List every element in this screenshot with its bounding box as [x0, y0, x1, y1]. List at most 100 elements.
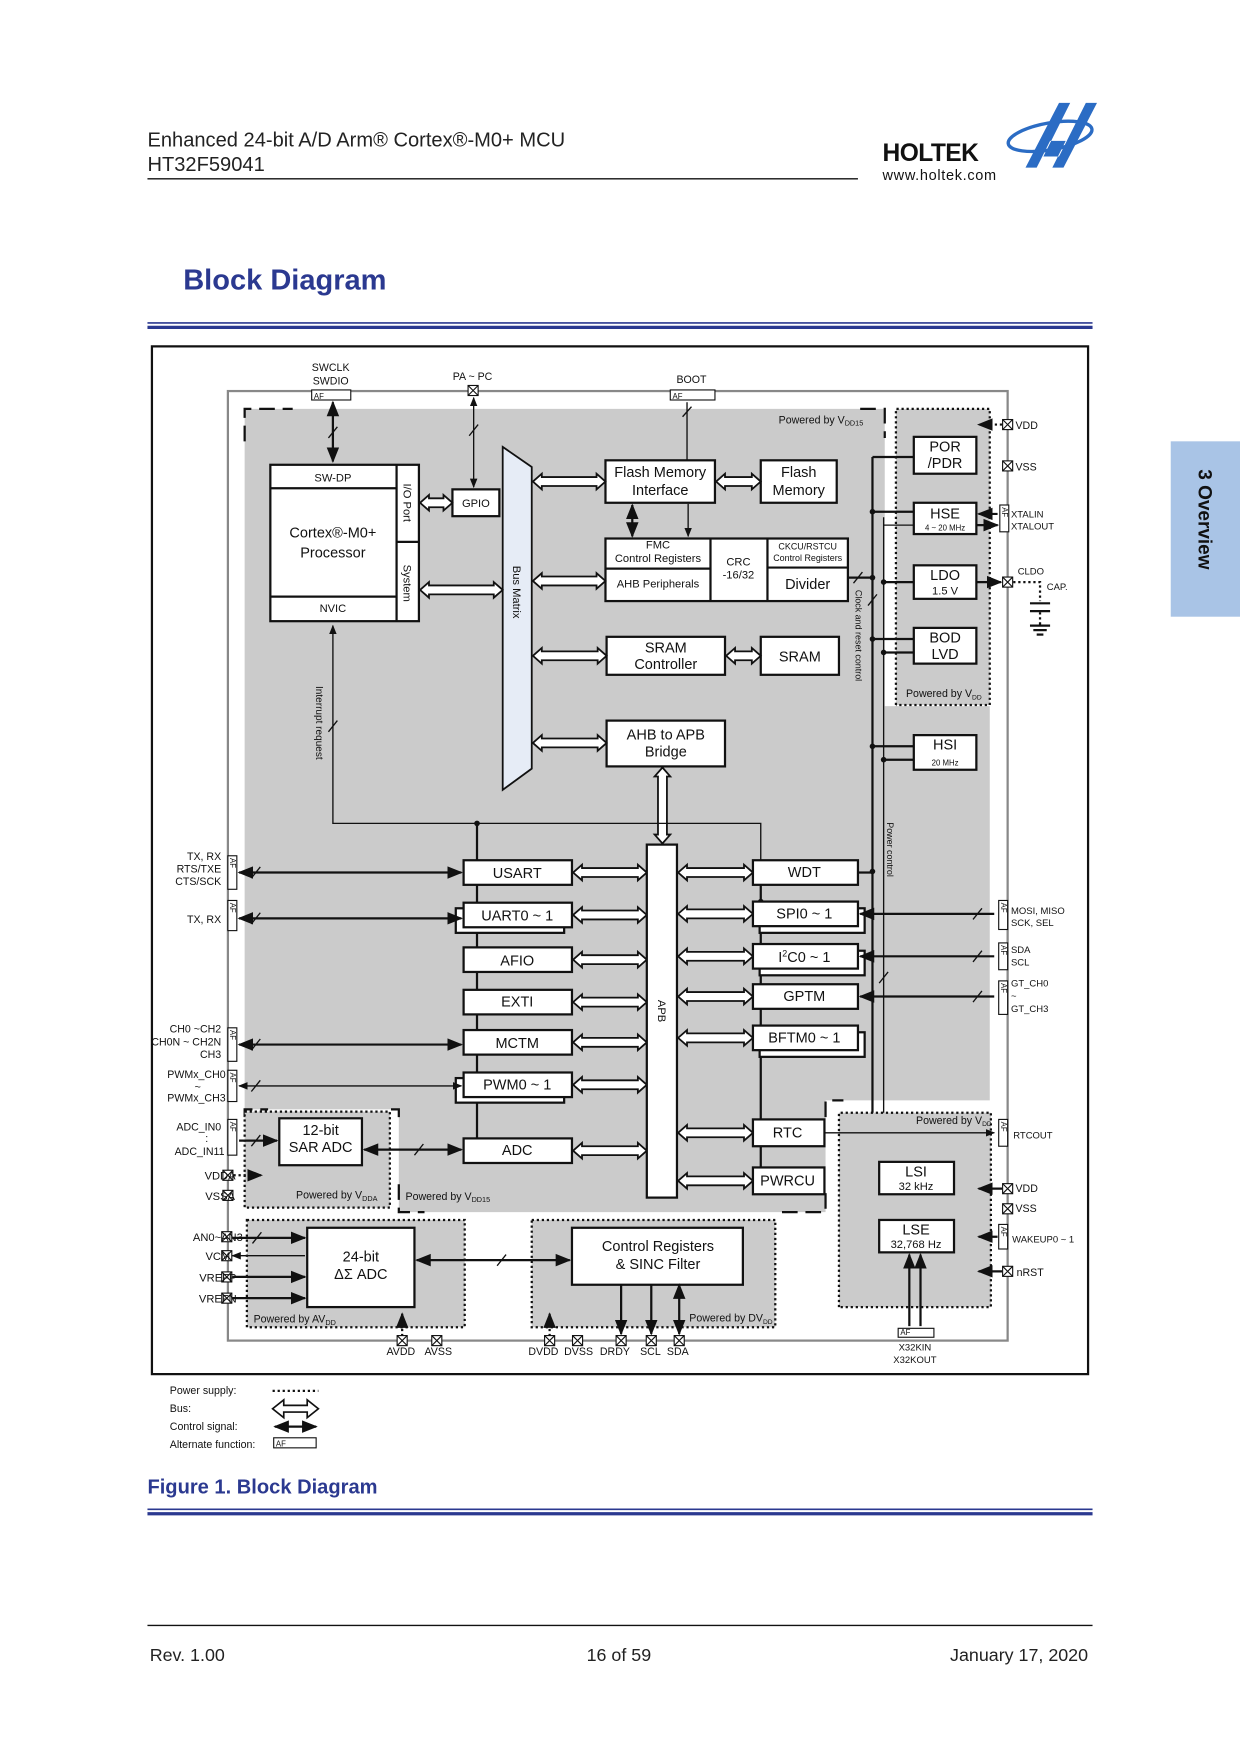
svg-text:AF: AF: [228, 858, 237, 868]
pad-dvss: [571, 1335, 584, 1347]
website: www.holtek.com: [882, 168, 997, 184]
powered-vdd-label: Powered by VDD: [906, 688, 982, 701]
cortex-label: Cortex®-M0+: [289, 525, 376, 541]
hsi-block: HSI 20 MHz: [912, 734, 978, 771]
af-adc: AF: [227, 1118, 238, 1156]
flash-label-1: Flash: [781, 465, 816, 481]
pin-vdd-2: VDD: [1015, 1183, 1038, 1195]
pin-spi-2: SCK, SEL: [1011, 918, 1054, 929]
svg-text:AF: AF: [1000, 507, 1009, 517]
rtc-label: RTC: [773, 1125, 803, 1141]
af-boot: AF: [673, 392, 683, 401]
pad-scl: [645, 1335, 657, 1347]
sar-label-1: 12-bit: [302, 1123, 338, 1139]
pad-cldo: [1002, 576, 1014, 588]
powered-vdd15-label: Powered by VDD15: [779, 414, 864, 427]
clock-reset-label: Clock and reset control: [854, 590, 864, 681]
bridge-label-2: Bridge: [645, 744, 687, 760]
af-x32k: AF: [897, 1327, 935, 1338]
processor-label: Processor: [300, 546, 366, 562]
pad-vrefp: [221, 1271, 233, 1283]
af-spi: AF: [998, 899, 1009, 931]
hsi-label: HSI: [933, 738, 957, 754]
flash-memory-block: Flash Memory: [759, 459, 838, 504]
lvd-label: LVD: [931, 647, 958, 663]
sram-block: SRAM: [759, 635, 841, 676]
af-gptm: AF: [998, 980, 1009, 1015]
rtc-block: RTC: [751, 1118, 826, 1148]
adc-block: ADC: [462, 1137, 574, 1165]
pin-usart-1: TX, RX: [187, 851, 221, 863]
pad-pa-pc: [467, 384, 479, 397]
bridge-label-1: AHB to APB: [627, 728, 705, 744]
legend-af: Alternate function:: [170, 1439, 256, 1451]
pin-gt-2: ~: [1011, 991, 1017, 1002]
hse-label: HSE: [930, 506, 960, 522]
apb-label: APB: [655, 1000, 667, 1022]
pin-boot: BOOT: [676, 374, 707, 386]
afio-block: AFIO: [462, 946, 574, 974]
ctrl-label-1: Control Registers: [602, 1239, 714, 1255]
side-tab[interactable]: 3 Overview: [1170, 441, 1240, 617]
ckcu-label-1: CKCU/RSTCU: [778, 542, 837, 552]
pin-pads: [221, 418, 1014, 1347]
af-mctm: AF: [227, 1027, 238, 1062]
ahb-peripherals-label: AHB Peripherals: [617, 579, 700, 591]
pwrcu-label: PWRCU: [760, 1173, 815, 1189]
dsadc-label-1: 24-bit: [343, 1249, 379, 1265]
af-rtcout: AF: [998, 1118, 1009, 1147]
control-registers-sinc-block: Control Registers& SINC Filter: [570, 1226, 744, 1286]
system-label: System: [400, 565, 412, 602]
pad-vdd2: [1002, 1183, 1014, 1195]
svg-text:AF: AF: [900, 1328, 910, 1337]
apb-bus: APB: [645, 843, 679, 1199]
pin-usart-3: CTS/SCK: [175, 876, 221, 888]
divider-label: Divider: [785, 577, 830, 593]
bottom-pins: AVDD AVSS DVDD DVSS DRDY SCL SDA X32KIN …: [387, 1343, 937, 1366]
gptm-label: GPTM: [783, 989, 825, 1005]
pin-mctm-3: CH3: [200, 1049, 221, 1061]
pin-cap: CAP.: [1047, 582, 1068, 593]
legend: Power supply: Bus: Control signal: Alter…: [170, 1385, 320, 1451]
bftm-block: BFTM0 ~ 1: [751, 1024, 866, 1058]
pin-vdda: VDDA: [205, 1171, 237, 1183]
svg-text:AF: AF: [228, 1122, 237, 1132]
ldo-voltage: 1.5 V: [932, 585, 959, 597]
exti-block: EXTI: [462, 988, 574, 1016]
pad-nrst: [1002, 1265, 1014, 1277]
ldo-label: LDO: [930, 568, 960, 584]
dsadc-label-2: ΔΣ ADC: [334, 1267, 387, 1283]
pad-vdda: [222, 1169, 234, 1181]
pad-dvdd: [544, 1335, 556, 1347]
hse-frequency: 4 ~ 20 MHz: [925, 524, 965, 533]
wdt-label: WDT: [788, 865, 821, 881]
af-wakeup: AF: [998, 1223, 1009, 1250]
footer-revision: Rev. 1.00: [150, 1645, 225, 1665]
page-header: Enhanced 24-bit A/D Arm® Cortex®-M0+ MCU…: [147, 102, 1098, 184]
pin-pwm-2: ~: [195, 1081, 201, 1093]
pad-vdd: [1002, 418, 1014, 431]
left-pins: TX, RX RTS/TXE CTS/SCK TX, RX CH0 ~CH2 C…: [151, 851, 242, 1305]
pin-wakeup: WAKEUP0 ~ 1: [1012, 1234, 1074, 1245]
flash-memory-interface-block: Flash Memory Interface: [604, 459, 717, 504]
pin-xtalout: XTALOUT: [1011, 522, 1054, 533]
left-signal-lines: [231, 866, 463, 1305]
svg-text:AF: AF: [228, 903, 237, 913]
right-pins: VDD VSS XTALIN XTALOUT CLDO CAP. MOSI, M…: [1011, 420, 1074, 1279]
header-title: Enhanced 24-bit A/D Arm® Cortex®-M0+ MCU: [147, 129, 565, 151]
pin-pwm-1: PWMx_CH0: [167, 1069, 225, 1081]
fmc-label-2: Control Registers: [615, 553, 702, 565]
right-signal-lines: [858, 418, 1051, 1278]
pwm-label: PWM0 ~ 1: [483, 1077, 551, 1093]
svg-text:AF: AF: [999, 1122, 1008, 1132]
pin-x32kin: X32KIN: [899, 1343, 932, 1354]
pin-swdio: SWDIO: [313, 375, 349, 387]
bus-matrix-label: Bus Matrix: [510, 566, 522, 619]
i2c-label: I2C0 ~ 1: [778, 948, 830, 966]
pwrcu-block: PWRCU: [751, 1166, 826, 1196]
pin-vcm: VCM: [205, 1251, 230, 1263]
powered-vdd-rtc-label: Powered by VDD: [916, 1115, 992, 1128]
